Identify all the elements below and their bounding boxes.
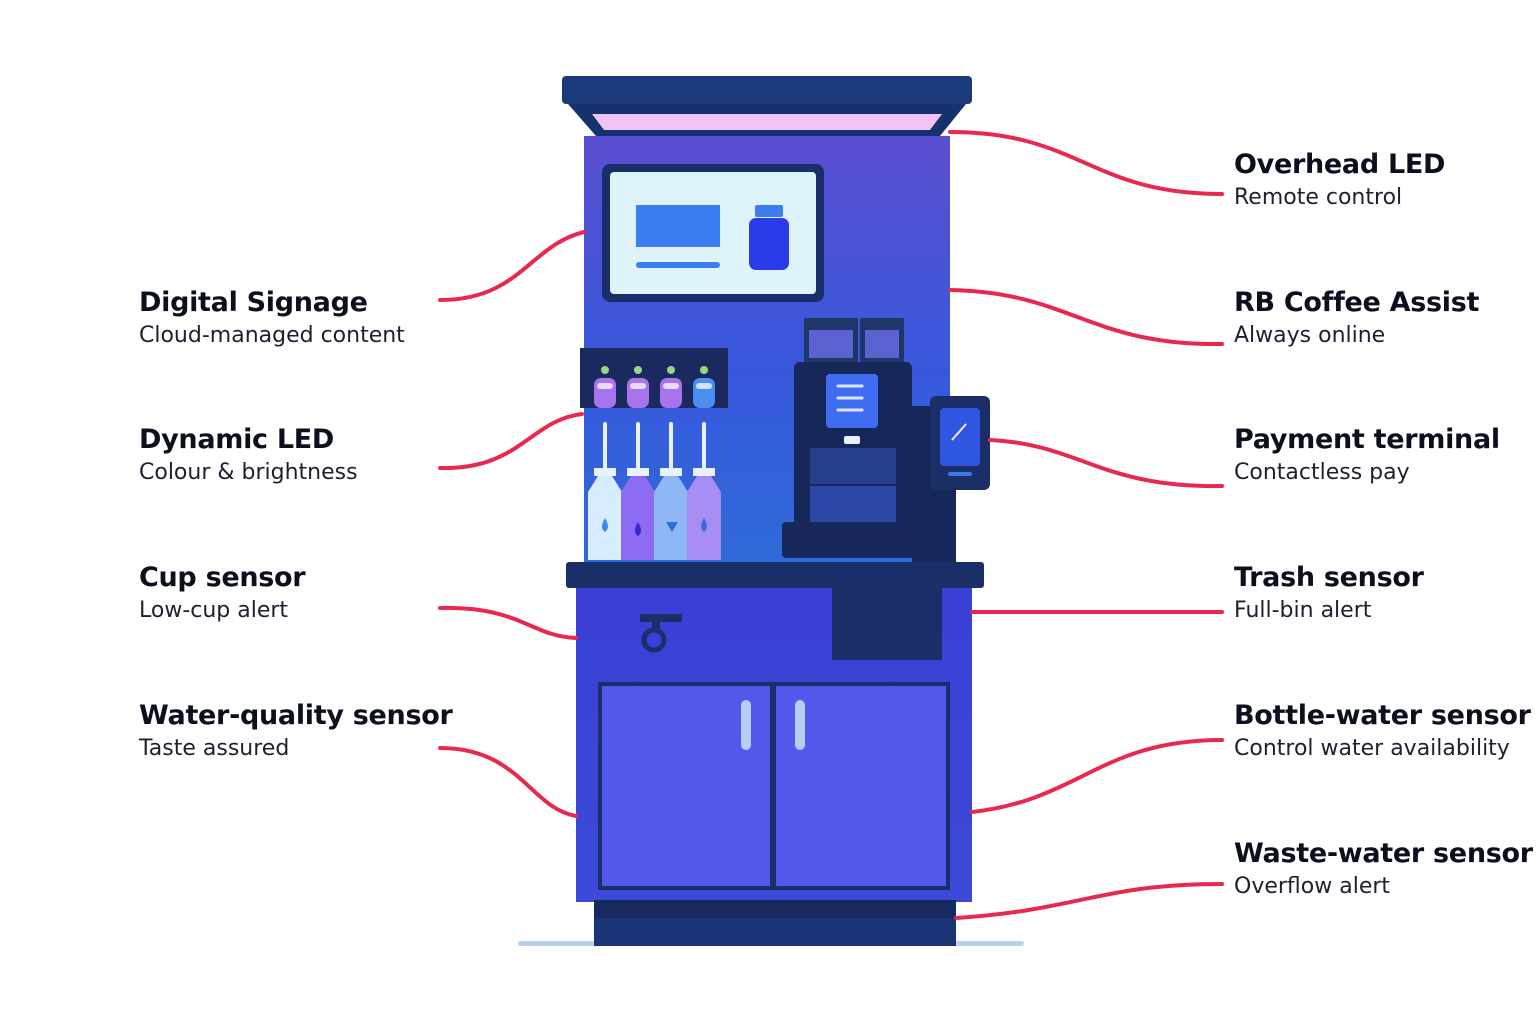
callout-title: Cup sensor: [139, 562, 306, 593]
callout-water-quality-sensor: Water-quality sensor Taste assured: [139, 699, 453, 765]
callout-title: Bottle-water sensor: [1234, 700, 1531, 731]
callout-subtitle: Overflow alert: [1234, 874, 1391, 899]
lower-cabinet: [576, 588, 972, 946]
callout-title: RB Coffee Assist: [1234, 287, 1480, 318]
coffee-machine: [782, 318, 922, 558]
overhead-canopy: [562, 76, 972, 136]
callout-subtitle: Colour & brightness: [139, 460, 358, 485]
callout-trash-sensor: Trash sensor Full-bin alert: [1234, 561, 1424, 627]
leader-lines: [438, 130, 1224, 920]
callout-subtitle: Cloud-managed content: [139, 323, 405, 348]
leader-line-waste-water: [954, 882, 1224, 920]
callout-overhead-led: Overhead LED Remote control: [1234, 148, 1445, 214]
counter-top: [566, 562, 984, 588]
leader-line-rb-coffee: [948, 288, 1224, 347]
signage-screen: [602, 164, 824, 302]
callout-waste-water-sensor: Waste-water sensor Overflow alert: [1234, 837, 1533, 903]
callout-title: Digital Signage: [139, 287, 368, 318]
callout-rb-coffee-assist: RB Coffee Assist Always online: [1234, 286, 1479, 352]
cup-icon: [640, 614, 682, 653]
syrup-dispenser: [580, 348, 728, 560]
callout-bottle-water-sensor: Bottle-water sensor Control water availa…: [1234, 699, 1531, 765]
callout-payment-terminal: Payment terminal Contactless pay: [1234, 423, 1500, 489]
leader-line-overhead-led: [948, 130, 1224, 196]
callout-subtitle: Control water availability: [1234, 736, 1510, 761]
leader-line-water-quality: [438, 746, 578, 818]
payment-terminal-device: [912, 396, 990, 562]
callout-title: Overhead LED: [1234, 149, 1446, 180]
callout-title: Payment terminal: [1234, 424, 1500, 455]
leader-line-digital-signage: [438, 230, 586, 302]
callout-title: Dynamic LED: [139, 424, 335, 455]
callout-title: Waste-water sensor: [1234, 838, 1533, 869]
callout-subtitle: Always online: [1234, 323, 1386, 348]
callout-dynamic-led: Dynamic LED Colour & brightness: [139, 423, 358, 489]
leader-line-bottle-water: [970, 738, 1224, 814]
leader-line-payment: [988, 438, 1224, 489]
callout-subtitle: Taste assured: [139, 736, 290, 761]
callout-subtitle: Contactless pay: [1234, 460, 1410, 485]
callout-cup-sensor: Cup sensor Low-cup alert: [139, 561, 306, 627]
callout-digital-signage: Digital Signage Cloud-managed content: [139, 286, 405, 352]
callout-subtitle: Remote control: [1234, 185, 1403, 210]
callout-subtitle: Low-cup alert: [139, 598, 289, 623]
callout-title: Water-quality sensor: [139, 700, 453, 731]
leader-line-dynamic-led: [438, 412, 584, 471]
leader-line-cup-sensor: [438, 605, 578, 640]
callout-title: Trash sensor: [1234, 562, 1424, 593]
callout-subtitle: Full-bin alert: [1234, 598, 1372, 623]
